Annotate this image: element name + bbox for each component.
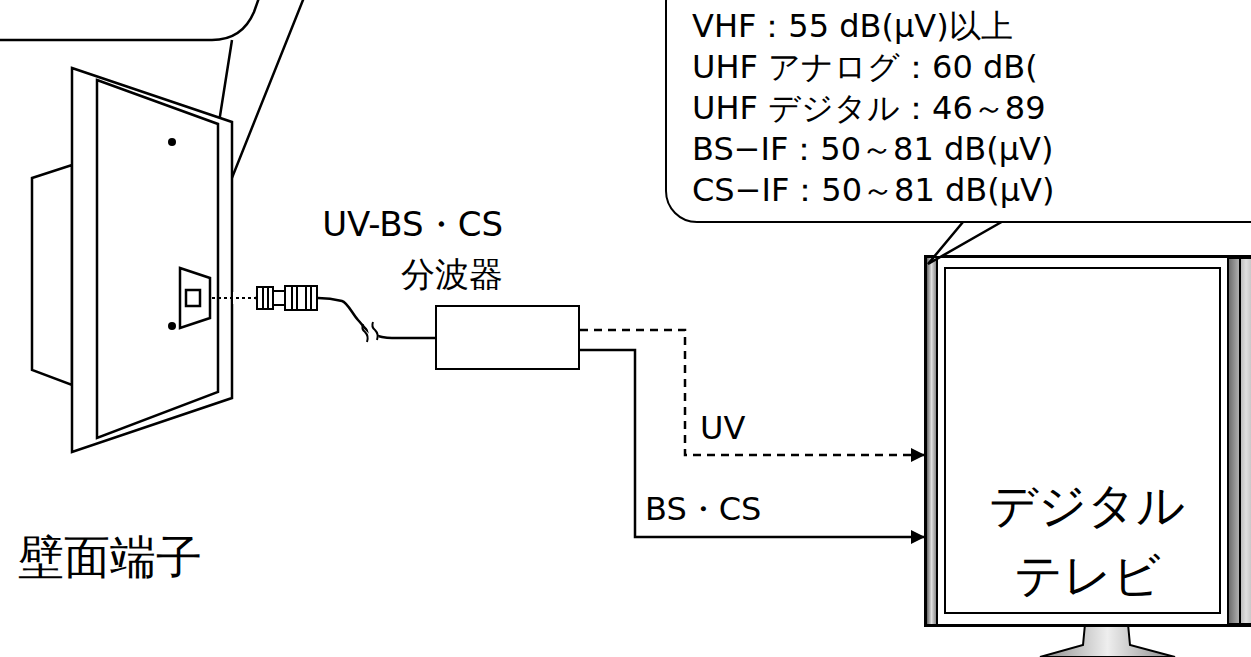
tv-bezel-edge (936, 258, 938, 624)
node-label: UV-BS・CS 分波器 (263, 200, 503, 299)
plug-nut (257, 287, 273, 309)
inner-plate (97, 80, 218, 438)
screw (168, 322, 176, 330)
plug-neck (273, 291, 285, 305)
screw (168, 138, 176, 146)
tv-bezel (1228, 258, 1251, 624)
tv-stand (1040, 624, 1175, 657)
tv-bezel (927, 258, 937, 624)
plug-line (262, 287, 264, 309)
spec-line: VHF：55 dB(μV)以上 (692, 6, 1251, 47)
plug-line (267, 287, 269, 309)
plug-line (296, 286, 298, 310)
wall-terminal: 壁面端子 (72, 68, 232, 452)
cable-plug (212, 286, 317, 310)
break-mark (372, 322, 377, 340)
text-holder: 壁面端子 (10, 528, 210, 588)
plug-line (291, 286, 293, 310)
wall-terminal-drawing (32, 68, 232, 452)
splitter-box: UV-BS・CS 分波器 (435, 305, 580, 370)
tv-bezel-edge (1239, 258, 1241, 624)
break-mark (362, 324, 367, 342)
digital-tv: デジタル テレビ (925, 256, 1251, 626)
node-label: デジタル テレビ (967, 470, 1207, 610)
spec-line: CS−IF：50～81 dB(μV) (692, 170, 1251, 211)
outlet (180, 268, 210, 328)
tv-body (925, 256, 1251, 626)
callout-bubble (0, 0, 260, 40)
spec-line: UHF デジタル：46～89 (692, 88, 1251, 129)
tv-drawing (925, 256, 1251, 657)
spec-callout: VHF：55 dB(μV)以上UHF アナログ：60 dB(UHF デジタル：4… (665, 0, 1251, 223)
plug-line (305, 286, 307, 310)
plug-line (310, 286, 312, 310)
spec-line: BS−IF：50～81 dB(μV) (692, 129, 1251, 170)
outer-plate (72, 68, 232, 452)
spec-line: UHF アナログ：60 dB( (692, 47, 1251, 88)
cable-break (362, 322, 380, 344)
outlet-hole (186, 290, 200, 306)
back-box (32, 165, 72, 385)
plug-body (285, 286, 317, 310)
edge-label: UV (700, 408, 745, 448)
edge-label: BS・CS (645, 489, 761, 529)
node-label: 壁面端子 (10, 528, 210, 588)
connector (580, 350, 925, 537)
text-holder: デジタル テレビ (967, 470, 1207, 610)
text-holder: UV-BS・CS 分波器 (263, 200, 503, 299)
tv-screen (945, 268, 1220, 613)
dotted-link (212, 297, 257, 299)
